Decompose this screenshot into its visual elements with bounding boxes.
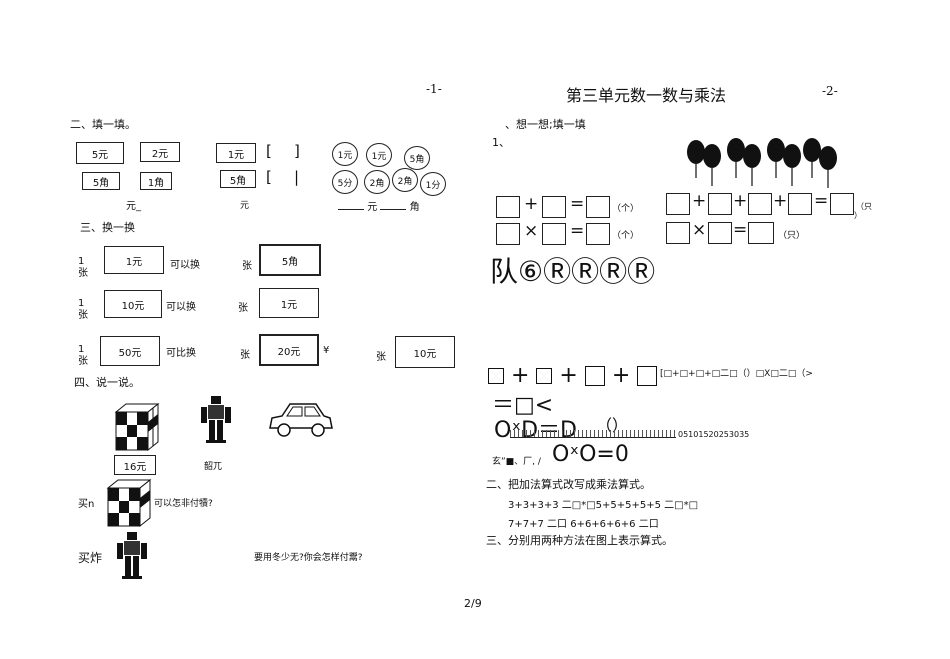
zhang-label: 张 [242,261,252,272]
extra-mark: ¥ [323,345,330,356]
banknote: 1元 [104,246,164,274]
garbled-line: 队⑥ⓇⓇⓇⓇ [490,255,656,288]
rubiks-cube-icon [114,402,160,452]
question-number: 1、 [492,136,510,149]
robot-icon [201,396,231,443]
banknote: 50元 [100,336,160,366]
count: 1 [78,256,85,267]
unit-yuan-1: 元_ [126,201,141,212]
answer-box[interactable] [748,193,772,215]
price-tag: 16元 [114,455,156,475]
zhang-label: 张 [78,268,88,279]
money-box: 1元 [216,143,256,163]
coin: 2角 [392,168,418,192]
answer-box[interactable] [542,196,566,218]
answer-box[interactable] [542,223,566,245]
zhang-label: 张 [78,356,88,367]
banknote: 10元 [395,336,455,368]
money-box: 2元 [140,142,180,162]
equation-row: + + + [488,364,658,388]
exercise-line: 3+3+3+3 二□*□5+5+5+5+5 二□*□ [508,500,699,511]
answer-box[interactable] [708,222,732,244]
answer-box[interactable] [496,196,520,218]
buy-question: 要用冬少无?你会怎样付鬻? [254,553,363,563]
answer-blank[interactable] [338,199,364,210]
coin: 1元 [332,142,358,166]
coin: 2角 [364,170,390,194]
zhang-label: 张 [376,352,386,363]
unit-yuan-2: 元 [240,201,250,211]
count: 1 [78,298,85,309]
count: 1 [78,344,85,355]
money-box: 5角 [82,172,120,190]
small-equation-text: [□+□+□+□二□（）□X□二□（> [660,369,813,379]
left-page-number: -1- [426,82,442,96]
unit-label: （个） [612,231,640,241]
banknote: 5角 [259,244,321,276]
equation-line: ＝□< [492,393,554,418]
robot-icon [117,532,147,579]
digit-string: 05101520253035 [678,430,750,439]
right-page-number: -2- [822,84,838,98]
bracket: ] [294,142,300,160]
page-title: 第三单元数一数与乘法 [566,86,727,105]
section-1-heading: 、想一想;填一填 [505,118,586,131]
section-III-heading: 三、分别用两种方法在图上表示算式。 [486,534,673,547]
exchange-verb: 可以换 [166,302,196,313]
banknote: 20元 [259,334,319,366]
answer-box[interactable] [586,223,610,245]
car-icon [269,403,333,437]
answer-box[interactable] [748,222,774,244]
fill-yuan-label: 元 [367,202,378,213]
answer-box[interactable] [586,196,610,218]
answer-box[interactable] [788,193,812,215]
page-indicator: 2/9 [464,597,482,610]
unit-label: ） [854,211,862,220]
exercise-line: 7+7+7 二口 6+6+6+6+6 二口 [508,519,659,530]
answer-box[interactable] [830,193,854,215]
ruler-bar [510,430,676,438]
banknote: 10元 [104,290,162,318]
rubiks-cube-icon [106,478,152,528]
exchange-verb: 可以换 [170,260,200,271]
section-2-heading: 二、填一填。 [70,118,136,131]
section-4-heading: 四、说一说。 [74,376,140,389]
coin: 1分 [420,172,446,196]
exchange-verb: 可比换 [166,348,196,359]
price-label: 韶兀 [204,462,223,472]
section-II-heading: 二、把加法算式改写成乘法算式。 [486,478,651,491]
zhang-label: 张 [240,350,250,361]
garbled-small: 玄”■、厂, / [492,457,541,467]
buy-prefix: 买炸 [78,551,103,565]
money-box: 1角 [140,172,172,190]
answer-box[interactable] [666,222,690,244]
equation-line: OˣO=0 [552,442,629,467]
unit-label: （只 [856,202,872,211]
bracket: [ [266,142,272,160]
money-box: 5角 [220,170,256,188]
section-3-heading: 三、换一换 [80,221,135,234]
banknote: 1元 [259,288,319,318]
answer-box[interactable] [708,193,732,215]
unit-label: （只） [778,231,806,241]
answer-blank[interactable] [380,199,407,210]
answer-box[interactable] [666,193,690,215]
bracket: | [294,168,300,186]
answer-box[interactable] [496,223,520,245]
trees-icon [687,138,837,188]
fill-jiao-label: 角 [409,202,420,213]
coin: 5分 [332,170,358,194]
buy-prefix: 买n [78,499,95,510]
zhang-label: 张 [78,310,88,321]
zhang-label: 张 [238,303,248,314]
coin: 5角 [404,146,430,170]
buy-question: 可以怎非付犢? [154,499,213,509]
coin: 1元 [366,143,392,167]
money-box: 5元 [76,142,124,164]
unit-label: （个） [612,204,640,214]
bracket: [ [266,168,272,186]
